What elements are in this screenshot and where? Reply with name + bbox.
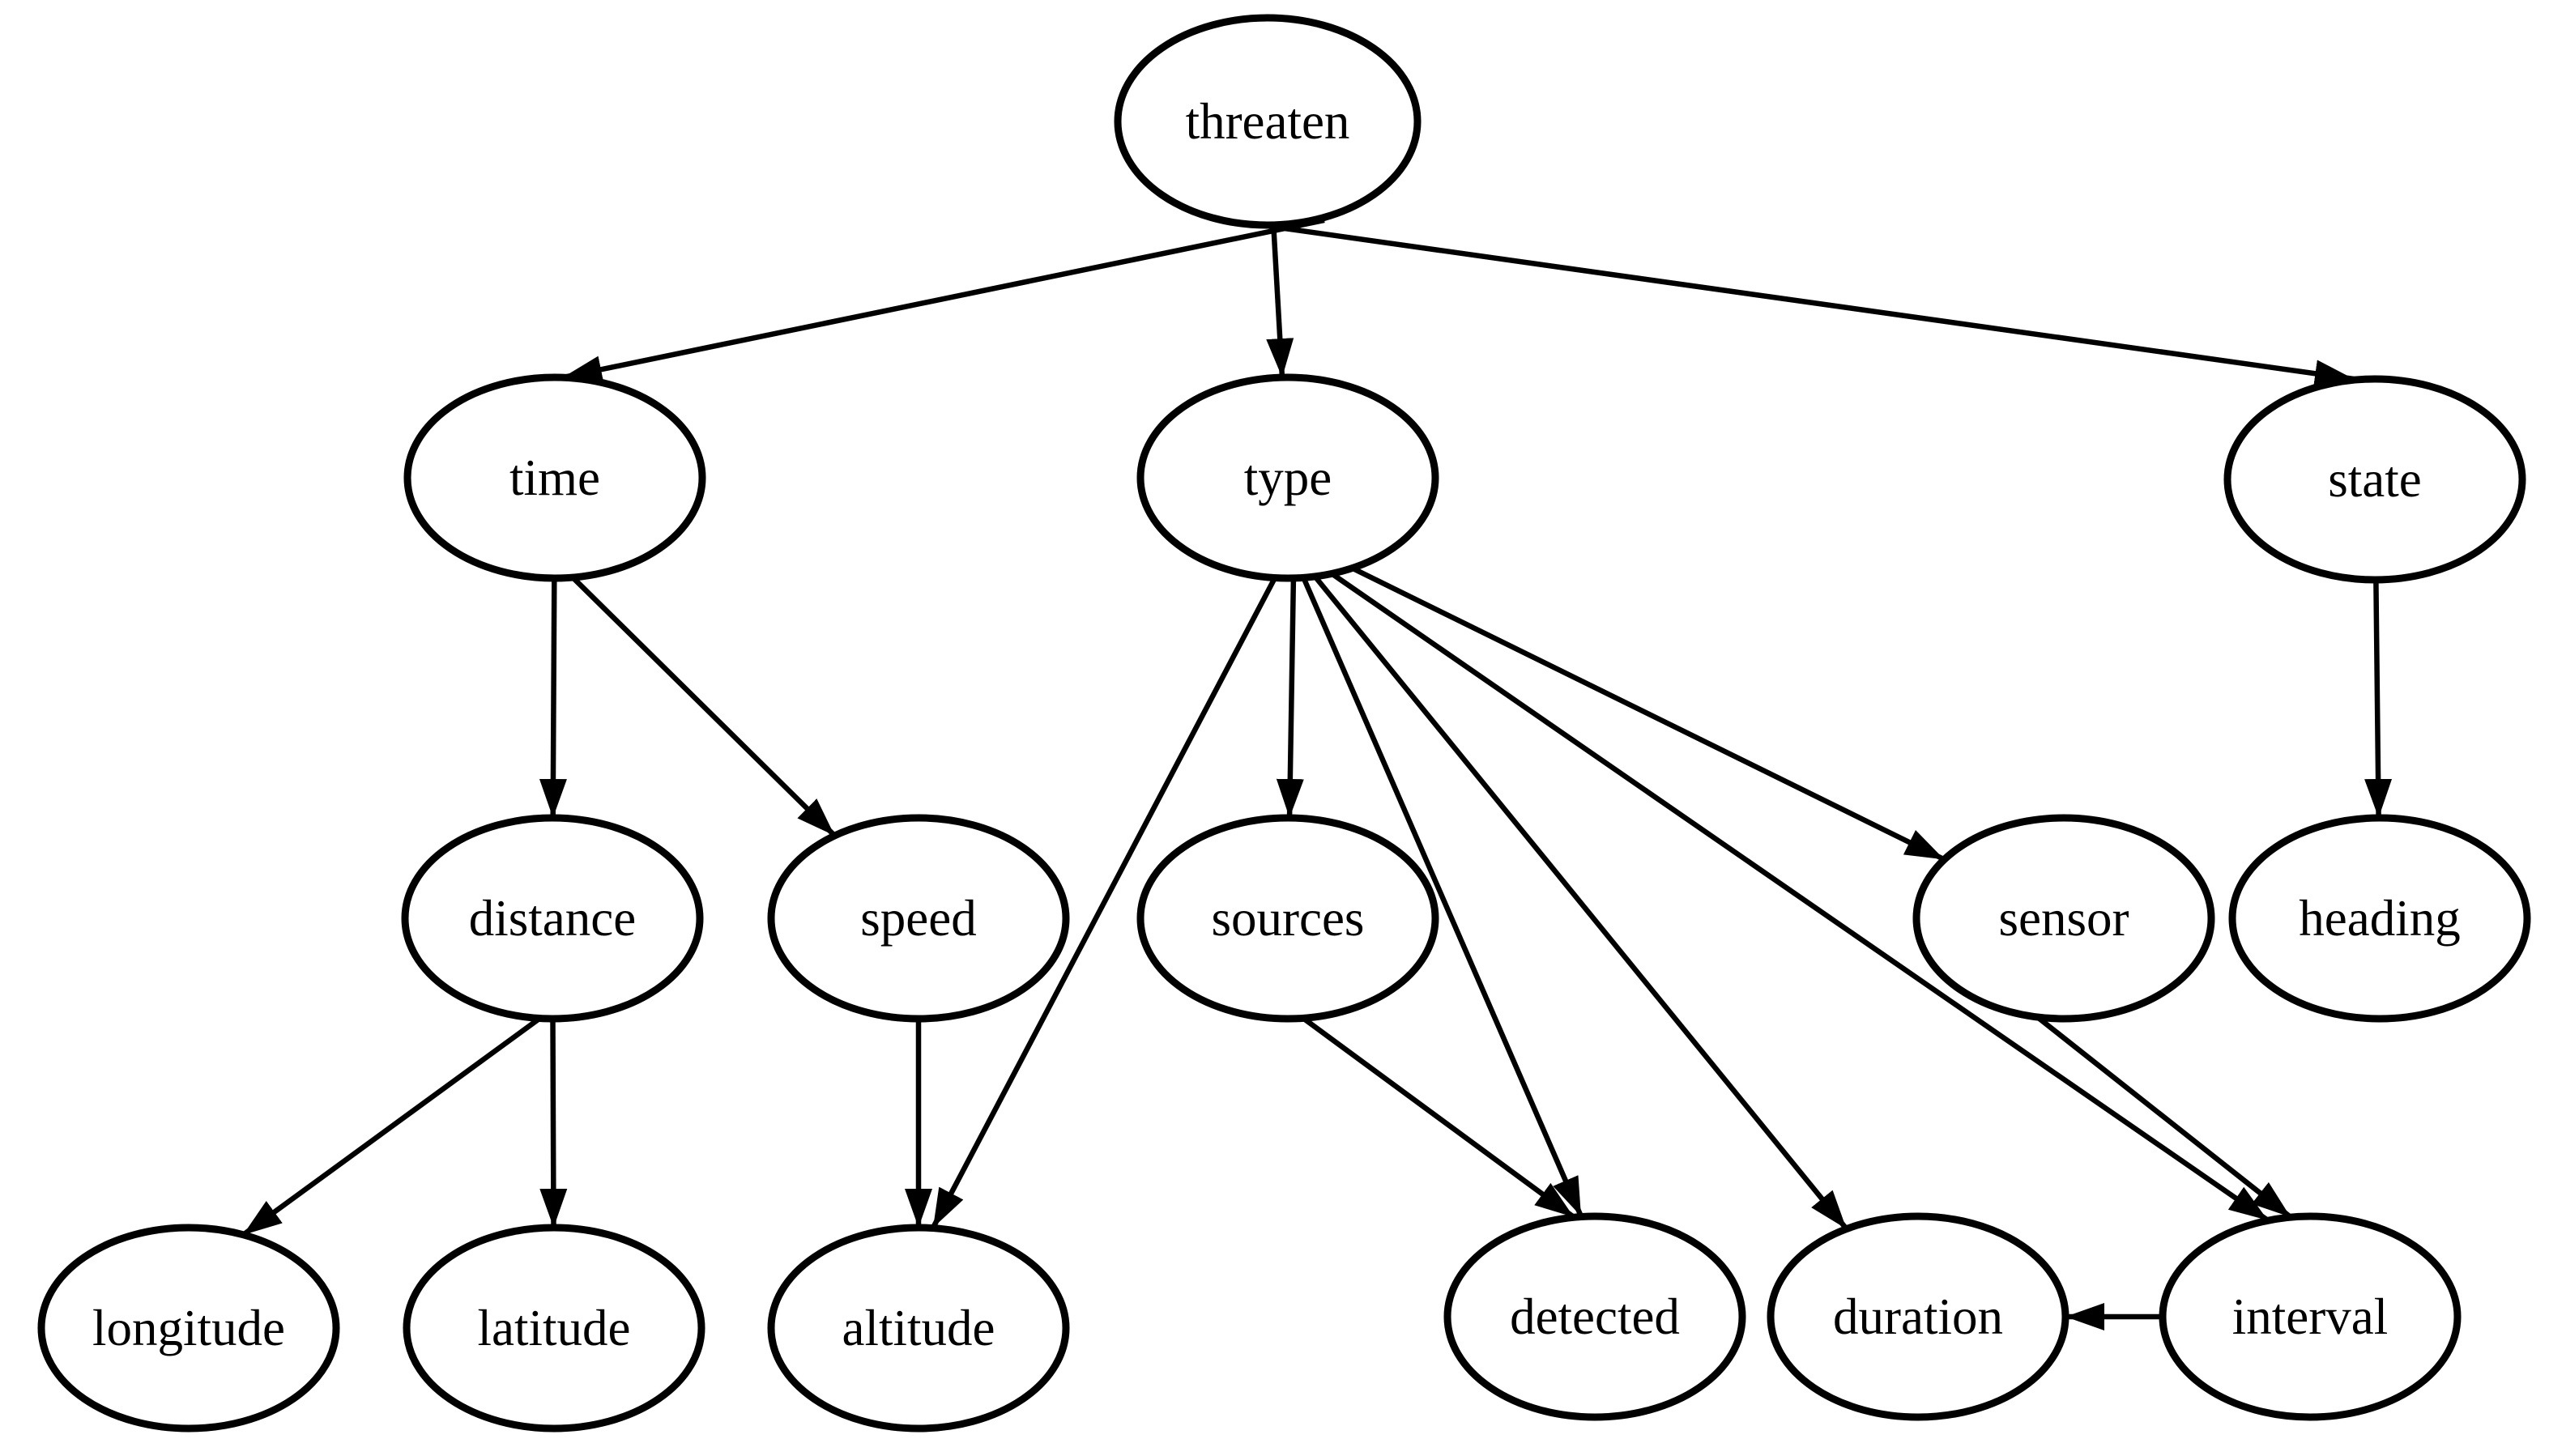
node-distance: distance (401, 814, 704, 1023)
node-label-latitude: latitude (478, 1300, 631, 1356)
edge-type-duration (1307, 568, 1849, 1231)
edge-type-altitude (931, 570, 1281, 1229)
node-time: time (403, 373, 706, 582)
node-ellipse-type (1136, 373, 1439, 582)
node-ellipse-latitude (403, 1224, 705, 1433)
node-label-threaten: threaten (1186, 93, 1350, 150)
node-label-interval: interval (2232, 1288, 2388, 1345)
edge-sources-detected (1297, 1012, 1575, 1220)
node-latitude: latitude (403, 1224, 705, 1433)
node-label-duration: duration (1833, 1288, 2003, 1345)
node-ellipse-state (2223, 375, 2526, 584)
node-ellipse-time (403, 373, 706, 582)
node-ellipse-interval (2159, 1212, 2462, 1421)
node-ellipse-detected (1443, 1212, 1746, 1421)
node-label-sensor: sensor (1999, 890, 2129, 947)
node-sources: sources (1136, 814, 1439, 1023)
node-label-distance: distance (469, 890, 636, 947)
node-ellipse-heading (2228, 814, 2531, 1023)
node-ellipse-longitude (37, 1224, 340, 1433)
node-altitude: altitude (767, 1224, 1070, 1433)
node-label-sources: sources (1212, 890, 1365, 947)
node-interval: interval (2159, 1212, 2462, 1421)
node-ellipse-speed (767, 814, 1070, 1023)
node-label-state: state (2328, 451, 2421, 508)
edge-distance-longitude (241, 1011, 548, 1237)
edge-type-interval (1320, 564, 2270, 1223)
node-speed: speed (767, 814, 1070, 1023)
node-heading: heading (2228, 814, 2531, 1023)
node-threaten: threaten (1114, 14, 1422, 229)
node-state: state (2223, 375, 2526, 584)
node-label-type: type (1244, 449, 1332, 506)
node-label-heading: heading (2299, 890, 2460, 947)
edge-distance-latitude (539, 1018, 568, 1228)
node-longitude: longitude (37, 1224, 340, 1433)
node-ellipse-threaten (1114, 14, 1422, 229)
edge-sensor-interval (2026, 1007, 2293, 1220)
edge-time-speed (569, 574, 837, 838)
edge-type-sources (1276, 573, 1304, 819)
node-label-altitude: altitude (842, 1300, 995, 1356)
node-label-speed: speed (860, 890, 976, 947)
node-sensor: sensor (1912, 814, 2215, 1023)
node-type: type (1136, 373, 1439, 582)
node-ellipse-altitude (767, 1224, 1070, 1433)
node-label-time: time (509, 449, 600, 506)
node-ellipse-duration (1767, 1212, 2069, 1421)
node-duration: duration (1767, 1212, 2069, 1421)
node-label-detected: detected (1510, 1288, 1680, 1345)
nodes-layer: threaten time type state distance speed source… (37, 14, 2531, 1433)
node-label-longitude: longitude (92, 1300, 285, 1356)
node-ellipse-distance (401, 814, 704, 1023)
node-ellipse-sensor (1912, 814, 2215, 1023)
edge-threaten-time (562, 217, 1325, 383)
edge-state-heading (2364, 579, 2393, 819)
edge-threaten-state (1214, 215, 2355, 388)
edge-time-distance (539, 577, 567, 819)
node-detected: detected (1443, 1212, 1746, 1421)
edge-threaten-type (1266, 224, 1294, 378)
edges-layer (241, 215, 2393, 1330)
edge-type-sensor (1332, 556, 1946, 862)
edge-type-detected (1299, 572, 1584, 1218)
node-ellipse-sources (1136, 814, 1439, 1023)
